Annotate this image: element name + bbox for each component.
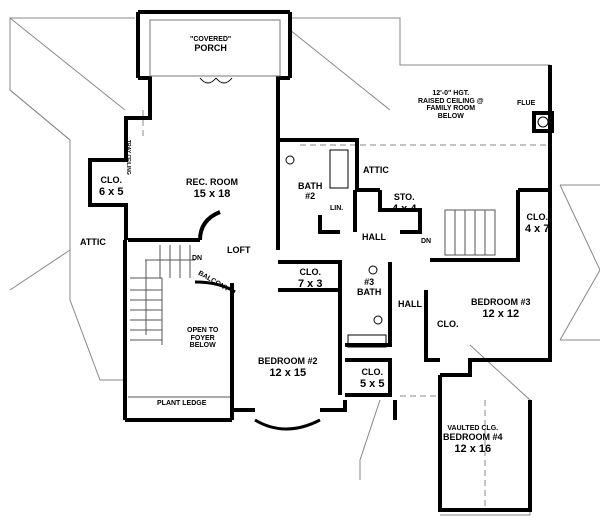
note-line: FOYER xyxy=(190,334,215,342)
attic-left-label: ATTIC xyxy=(80,237,106,247)
flue-label: FLUE xyxy=(517,100,536,107)
ceiling-note-line: FAMILY ROOM xyxy=(426,105,476,113)
closet-bedroom3-label: CLO. xyxy=(437,319,459,329)
room-name: CLO. xyxy=(100,175,122,185)
porch-label-line2: PORCH xyxy=(194,42,227,53)
ceiling-note-line: BELOW xyxy=(437,113,464,121)
sink-icon xyxy=(368,265,378,275)
closet-4x7-label: CLO.4 x 7 xyxy=(525,212,550,235)
walls xyxy=(88,10,552,512)
room-name: REC. ROOM xyxy=(186,177,239,187)
flue-box xyxy=(532,111,554,133)
room-size: 12 x 12 xyxy=(482,307,520,320)
room-name: CLO. xyxy=(526,212,548,222)
note-line: OPEN TO xyxy=(187,327,219,334)
bay-window xyxy=(254,418,321,431)
closet-7x3-label: CLO.7 x 3 xyxy=(298,267,323,290)
room-number: #3 xyxy=(364,277,375,287)
ceiling-note-line: RAISED CEILING @ xyxy=(418,97,484,105)
closet-6x5-label: CLO.6 x 5 xyxy=(99,175,124,198)
stairs-down-label: DN xyxy=(192,255,203,262)
room-size: 12 x 15 xyxy=(269,366,307,379)
balcony-rail xyxy=(194,280,236,294)
ceiling-note: 12'-0" HGT. RAISED CEILING @ FAMILY ROOM… xyxy=(418,90,484,121)
stairs-right-icon xyxy=(444,209,496,256)
hall-label: HALL xyxy=(398,299,422,309)
bathtub-icon xyxy=(329,149,349,189)
open-to-foyer-note: OPEN TO FOYER BELOW xyxy=(187,327,218,350)
plant-ledge-label: PLANT LEDGE xyxy=(157,400,207,407)
toilet-icon xyxy=(373,315,383,325)
room-name: BEDROOM #4 xyxy=(443,431,503,442)
room-name: STO. xyxy=(393,192,415,202)
stairs-down-label: DN xyxy=(421,238,432,245)
attic-right-label: ATTIC xyxy=(363,165,389,175)
room-name: BEDROOM #2 xyxy=(258,356,318,366)
closet-5x5-label: CLO.5 x 5 xyxy=(360,367,385,390)
storage-label: STO.4 x 4 xyxy=(392,192,417,215)
porch-label: "COVERED"PORCH xyxy=(190,36,231,54)
hall-label: HALL xyxy=(362,232,386,242)
tray-ceiling-note: TRAY CEILING xyxy=(125,140,131,175)
room-note: VAULTED CLG. xyxy=(447,425,499,432)
porch-door-icon xyxy=(199,77,233,84)
roof-lines xyxy=(9,17,600,516)
bathtub-icon xyxy=(347,334,387,348)
room-size: 12 x 16 xyxy=(454,442,492,455)
bath2-label: BATH#2 xyxy=(298,181,323,202)
room-name: CLO. xyxy=(299,267,321,277)
room-number: #2 xyxy=(305,190,316,201)
note-line: BELOW xyxy=(189,342,216,350)
room-size: 7 x 3 xyxy=(298,277,323,290)
room-size: 5 x 5 xyxy=(360,377,385,390)
stairs-left-icon xyxy=(130,245,195,345)
porch-outline xyxy=(149,19,281,77)
sink-icon xyxy=(285,155,295,165)
room-name: BATH xyxy=(298,181,323,191)
room-size: 4 x 7 xyxy=(525,222,550,235)
room-size: 4 x 4 xyxy=(392,202,417,215)
ceiling-note-line: 12'-0" HGT. xyxy=(432,90,470,97)
linen-label: LIN. xyxy=(330,205,344,212)
room-name: BEDROOM #3 xyxy=(471,297,531,307)
room-size: 6 x 5 xyxy=(99,185,124,198)
flue-icon xyxy=(537,116,549,128)
porch-label-line1: "COVERED" xyxy=(190,36,232,43)
room-name: BATH xyxy=(357,286,382,297)
loft-label: LOFT xyxy=(227,245,251,255)
loft-curved-wall xyxy=(198,210,221,241)
room-name: CLO. xyxy=(361,367,383,377)
room-size: 15 x 18 xyxy=(193,187,231,200)
